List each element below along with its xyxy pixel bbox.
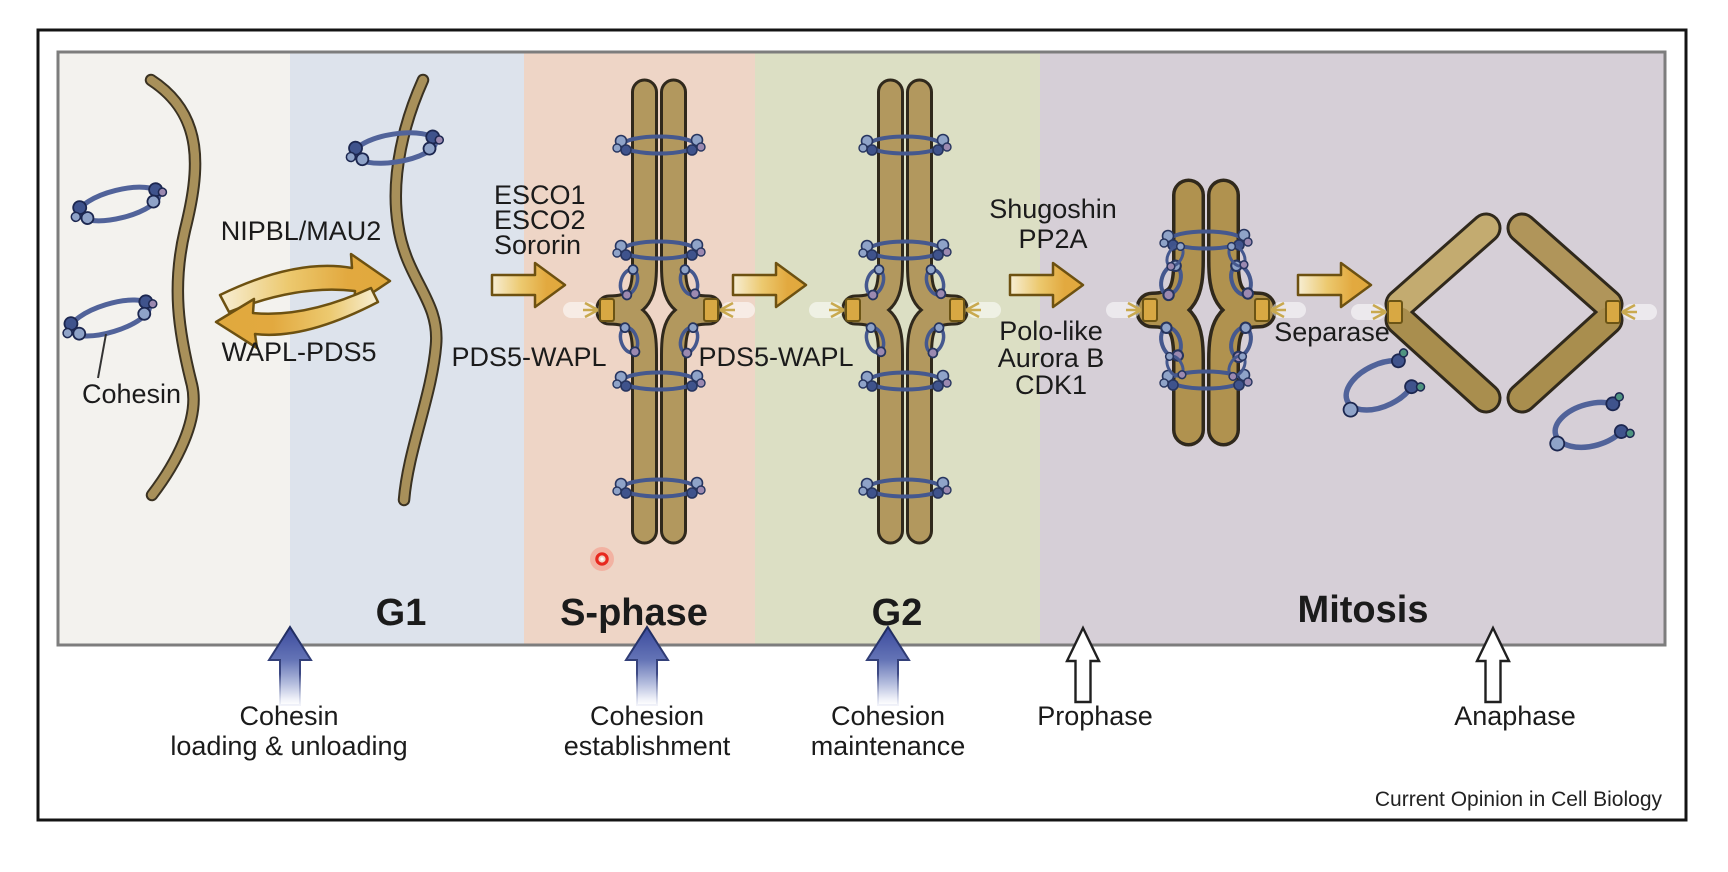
aurora-b-label: Aurora B bbox=[998, 343, 1105, 373]
chromatin-strand-g1 bbox=[389, 73, 443, 507]
loading-label-line2: loading & unloading bbox=[170, 731, 407, 761]
journal-credit: Current Opinion in Cell Biology bbox=[1375, 788, 1663, 811]
band-precycle bbox=[58, 52, 290, 645]
cdk1-label: CDK1 bbox=[1015, 370, 1087, 400]
anaphase-label: Anaphase bbox=[1454, 701, 1576, 731]
cohesin-label: Cohesin bbox=[82, 379, 181, 409]
mitosis-region: Shugoshin PP2A Polo-like Aurora B CDK1 S… bbox=[989, 194, 1659, 458]
phase-title-s: S-phase bbox=[560, 592, 708, 634]
unloader-label: WAPL-PDS5 bbox=[221, 337, 376, 367]
esco1-label: ESCO1 bbox=[494, 180, 586, 210]
sororin-label: Sororin bbox=[494, 230, 581, 260]
phase-title-g1: G1 bbox=[376, 592, 427, 634]
prophase-label: Prophase bbox=[1037, 701, 1153, 731]
cell-cycle-panel bbox=[56, 50, 1667, 647]
pds5-wapl-right-label: PDS5-WAPL bbox=[698, 342, 853, 372]
establishment-label-line2: establishment bbox=[564, 731, 731, 761]
maintenance-label-line2: maintenance bbox=[811, 731, 966, 761]
cursor-marker bbox=[590, 547, 614, 571]
phase-title-g2: G2 bbox=[872, 592, 923, 634]
g1-region: NIPBL/MAU2 WAPL-PDS5 bbox=[214, 73, 446, 507]
pp2a-label: PP2A bbox=[1018, 224, 1087, 254]
pds5-wapl-left-label: PDS5-WAPL bbox=[451, 342, 606, 372]
unloading-cycle-arrow-left bbox=[214, 286, 380, 350]
chromatin-strand bbox=[144, 73, 202, 502]
esco2-label: ESCO2 bbox=[494, 205, 586, 235]
s-phase-region: ESCO1 ESCO2 Sororin PDS5-WAPL PDS5-WAPL bbox=[451, 92, 854, 531]
separase-label: Separase bbox=[1274, 317, 1390, 347]
establishment-label-line1: Cohesion bbox=[590, 701, 704, 731]
phase-titles: G1 S-phase G2 Mitosis bbox=[376, 589, 1429, 634]
precycle-region: Cohesin bbox=[59, 73, 202, 502]
cohesin-pointer-line bbox=[97, 333, 107, 379]
shugoshin-label: Shugoshin bbox=[989, 194, 1117, 224]
timeline-events: Cohesin loading & unloading Cohesion est… bbox=[170, 626, 1576, 761]
loader-label: NIPBL/MAU2 bbox=[221, 216, 382, 246]
panel-border bbox=[56, 50, 1667, 647]
loading-label-line1: Cohesin bbox=[239, 701, 338, 731]
phase-title-mitosis: Mitosis bbox=[1298, 589, 1429, 631]
separated-chromatids bbox=[1349, 212, 1659, 414]
polo-like-label: Polo-like bbox=[999, 316, 1103, 346]
band-g1 bbox=[290, 52, 524, 645]
maintenance-label-line1: Cohesion bbox=[831, 701, 945, 731]
